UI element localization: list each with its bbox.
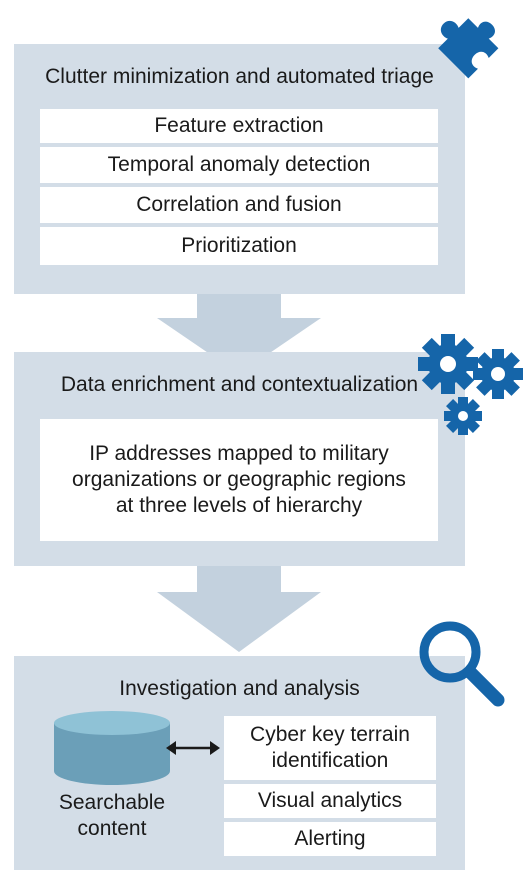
enrichment-line-3: at three levels of hierarchy — [115, 494, 363, 517]
puzzle-piece-icon — [438, 18, 499, 79]
flow-arrow-2 — [157, 566, 321, 652]
stage-enrichment-title: Data enrichment and contextualization — [60, 373, 419, 396]
output-cyber-key-terrain: Cyber key terrain identification — [224, 716, 436, 780]
output-visual-analytics: Visual analytics — [224, 784, 436, 818]
flow-arrow-1 — [157, 294, 321, 374]
output-cyber-key-terrain-line-2: identification — [271, 749, 389, 772]
double-headed-arrow-icon — [166, 741, 220, 755]
stage-investigation-panel: Investigation and analysis Searchable co… — [14, 656, 465, 870]
database-cylinder-icon — [54, 711, 170, 785]
searchable-content-line-2: content — [77, 817, 147, 840]
step-correlation-and-fusion: Correlation and fusion — [40, 187, 438, 223]
output-cyber-key-terrain-line-1: Cyber key terrain — [250, 723, 410, 746]
stage-investigation-title: Investigation and analysis — [119, 677, 360, 700]
stage-triage-panel: Clutter minimization and automated triag… — [14, 44, 465, 294]
step-feature-extraction: Feature extraction — [40, 109, 438, 143]
magnifying-glass-icon — [419, 621, 505, 707]
step-prioritization: Prioritization — [40, 227, 438, 265]
enrichment-line-1: IP addresses mapped to military — [89, 442, 389, 465]
stage-triage-title: Clutter minimization and automated triag… — [45, 65, 434, 88]
searchable-content-label: Searchable content — [42, 790, 182, 842]
stage-enrichment-panel: Data enrichment and contextualization IP… — [14, 352, 465, 566]
searchable-content-line-1: Searchable — [58, 791, 166, 814]
step-temporal-anomaly-detection: Temporal anomaly detection — [40, 147, 438, 183]
gears-icon — [418, 334, 523, 435]
enrichment-description: IP addresses mapped to military organiza… — [40, 419, 438, 541]
output-alerting: Alerting — [224, 822, 436, 856]
enrichment-line-2: organizations or geographic regions — [72, 468, 406, 491]
